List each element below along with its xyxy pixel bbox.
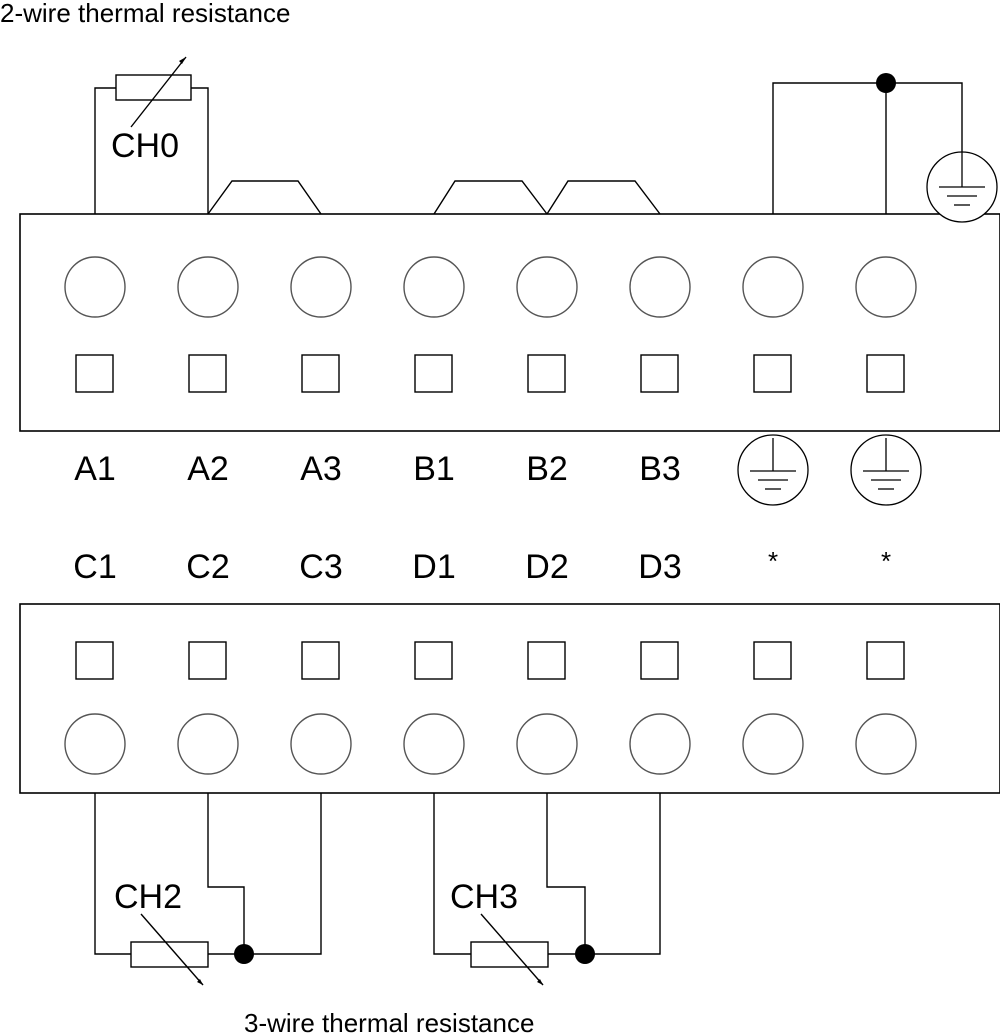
terminal-screw-a3[interactable]	[290, 256, 352, 318]
terminal-screw-c2[interactable]	[177, 713, 239, 775]
label-b3: B3	[639, 450, 681, 488]
terminal-clamp-ground-1	[753, 354, 792, 393]
ground-icon	[926, 151, 998, 223]
ch2-three-wire-circuit: CH2	[94, 793, 322, 986]
terminal-screw-c3[interactable]	[290, 713, 352, 775]
terminal-screw-a2[interactable]	[177, 256, 239, 318]
top-terminal-squares	[75, 354, 905, 393]
terminal-clamp-d1	[414, 641, 453, 680]
terminal-screw-a1[interactable]	[64, 256, 126, 318]
terminal-clamp-a2	[188, 354, 227, 393]
label-b2: B2	[526, 450, 568, 488]
terminal-clamp-d3	[640, 641, 679, 680]
jumper-b1-b2	[433, 180, 548, 215]
terminal-clamp-a3	[301, 354, 340, 393]
label-b1: B1	[413, 450, 455, 488]
top-terminal-circles	[64, 256, 917, 318]
junction-dot	[234, 944, 254, 964]
terminal-screw-b1[interactable]	[403, 256, 465, 318]
thermal-resistor-ch0	[115, 74, 192, 101]
terminal-screw-unused-2[interactable]	[855, 713, 917, 775]
junction-dot	[575, 944, 595, 964]
terminal-clamp-b2	[527, 354, 566, 393]
label-d3: D3	[638, 548, 681, 586]
label-d2: D2	[525, 548, 568, 586]
bottom-terminal-block	[19, 603, 1000, 794]
label-c2: C2	[186, 548, 229, 586]
ground-icon	[737, 434, 809, 506]
label-unused-2: *	[881, 546, 891, 576]
terminal-screw-b3[interactable]	[629, 256, 691, 318]
earth-ground-connection	[772, 73, 998, 223]
terminal-screw-b2[interactable]	[516, 256, 578, 318]
junction-dot	[876, 73, 896, 93]
ch3-three-wire-circuit: CH3	[433, 793, 661, 986]
terminal-clamp-d2	[527, 641, 566, 680]
ch0-label: CH0	[111, 127, 179, 165]
bottom-title: 3-wire thermal resistance	[244, 1008, 534, 1035]
terminal-clamp-b3	[640, 354, 679, 393]
ch3-label: CH3	[450, 878, 518, 916]
ch0-two-wire-circuit: CH0	[94, 56, 209, 214]
terminal-screw-unused-1[interactable]	[742, 713, 804, 775]
terminal-screw-d2[interactable]	[516, 713, 578, 775]
label-a1: A1	[74, 450, 116, 488]
top-terminal-block	[19, 213, 1000, 432]
top-terminal-labels: A1 A2 A3 B1 B2 B3	[74, 450, 681, 488]
bottom-terminal-labels: C1 C2 C3 D1 D2 D3 * *	[73, 546, 891, 586]
terminal-clamp-unused-1	[753, 641, 792, 680]
terminal-clamp-b1	[414, 354, 453, 393]
terminal-screw-d1[interactable]	[403, 713, 465, 775]
terminal-screw-ground-2[interactable]	[855, 256, 917, 318]
label-unused-1: *	[768, 546, 778, 576]
terminal-clamp-c1	[75, 641, 114, 680]
terminal-clamp-ground-2	[866, 354, 905, 393]
bottom-terminal-circles	[64, 713, 917, 775]
label-d1: D1	[412, 548, 455, 586]
ch2-label: CH2	[114, 878, 182, 916]
label-c3: C3	[299, 548, 342, 586]
jumper-b2-b3	[546, 180, 661, 215]
terminal-clamp-c3	[301, 641, 340, 680]
terminal-clamp-unused-2	[866, 641, 905, 680]
top-title: 2-wire thermal resistance	[0, 0, 290, 28]
terminal-screw-c1[interactable]	[64, 713, 126, 775]
label-a3: A3	[300, 450, 342, 488]
terminal-screw-d3[interactable]	[629, 713, 691, 775]
ground-icon	[850, 434, 922, 506]
label-c1: C1	[73, 548, 116, 586]
jumper-a2-a3	[207, 180, 322, 215]
terminal-clamp-a1	[75, 354, 114, 393]
terminal-screw-ground-1[interactable]	[742, 256, 804, 318]
terminal-clamp-c2	[188, 641, 227, 680]
bottom-terminal-squares	[75, 641, 905, 680]
label-a2: A2	[187, 450, 229, 488]
